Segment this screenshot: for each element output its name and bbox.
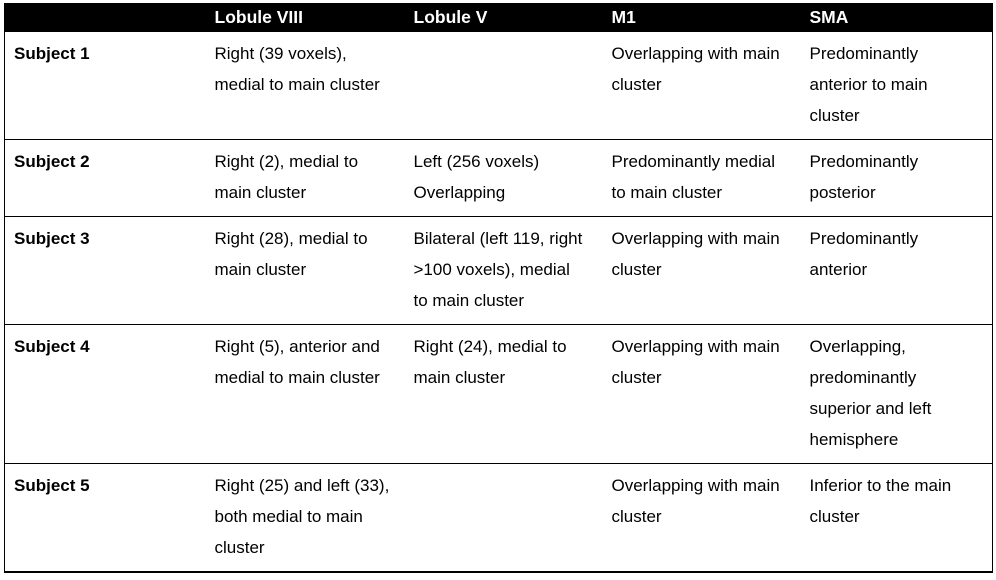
column-header-lobule-viii: Lobule VIII [205, 3, 405, 32]
table-row: Subject 4 Right (5), anterior and medial… [4, 325, 993, 464]
cell-subject-1-sma: Predominantly anterior to main cluster [809, 44, 928, 125]
cell-subject-4-m1: Overlapping with main cluster [611, 337, 780, 387]
column-header-sma: SMA [800, 3, 993, 32]
row-label-subject-5: Subject 5 [14, 476, 90, 495]
row-label-subject-4: Subject 4 [14, 337, 90, 356]
table-header-row: Lobule VIII Lobule V M1 SMA [4, 3, 993, 32]
cell-subject-4-lobule-v: Right (24), medial to main cluster [413, 337, 567, 387]
cell-subject-3-sma: Predominantly anterior [809, 229, 919, 279]
table-header: Lobule VIII Lobule V M1 SMA [4, 3, 993, 32]
cell-subject-5-sma: Inferior to the main cluster [809, 476, 952, 526]
cell-subject-1-lobule-v [405, 32, 603, 140]
column-header-lobule-v: Lobule V [404, 3, 603, 32]
column-header-subject [4, 3, 206, 32]
cell-subject-1-m1: Overlapping with main cluster [611, 44, 780, 94]
cell-subject-5-lobule-v [405, 464, 603, 573]
cell-subject-1-lobule-viii: Right (39 voxels), medial to main cluste… [214, 44, 380, 94]
table-container: Lobule VIII Lobule V M1 SMA Subject 1 Ri… [0, 3, 996, 580]
cell-subject-2-lobule-viii: Right (2), medial to main cluster [214, 152, 359, 202]
cell-subject-5-lobule-viii: Right (25) and left (33), both medial to… [214, 476, 390, 557]
table-row: Subject 2 Right (2), medial to main clus… [4, 140, 993, 217]
row-label-subject-1: Subject 1 [14, 44, 90, 63]
cell-subject-3-lobule-v: Bilateral (left 119, right >100 voxels),… [413, 229, 583, 310]
table-row: Subject 1 Right (39 voxels), medial to m… [4, 32, 993, 140]
cell-subject-2-sma: Predominantly posterior [809, 152, 919, 202]
cell-subject-5-m1: Overlapping with main cluster [611, 476, 780, 526]
cell-subject-4-sma: Overlapping, predominantly superior and … [809, 337, 932, 449]
table-row: Subject 3 Right (28), medial to main clu… [4, 217, 993, 325]
row-label-subject-3: Subject 3 [14, 229, 90, 248]
table-row: Subject 5 Right (25) and left (33), both… [5, 464, 993, 573]
cell-subject-3-lobule-viii: Right (28), medial to main cluster [214, 229, 368, 279]
cell-subject-2-m1: Predominantly medial to main cluster [611, 152, 775, 202]
row-label-subject-2: Subject 2 [14, 152, 90, 171]
cluster-localization-table: Lobule VIII Lobule V M1 SMA Subject 1 Ri… [4, 3, 993, 573]
cell-subject-3-m1: Overlapping with main cluster [611, 229, 780, 279]
cell-subject-2-lobule-v: Left (256 voxels) Overlapping [413, 152, 540, 202]
column-header-m1: M1 [602, 3, 801, 32]
table-body: Subject 1 Right (39 voxels), medial to m… [4, 32, 993, 573]
cell-subject-4-lobule-viii: Right (5), anterior and medial to main c… [214, 337, 380, 387]
